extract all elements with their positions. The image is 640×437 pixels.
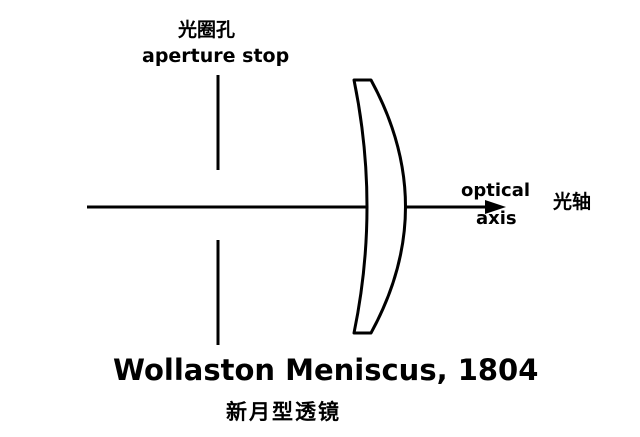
axis-label-en-2: axis bbox=[476, 208, 517, 229]
title-en: Wollaston Meniscus, 1804 bbox=[113, 353, 539, 387]
aperture-label-cn: 光圈孔 bbox=[178, 19, 236, 41]
axis-label-en-1: optical bbox=[461, 180, 531, 201]
aperture-label-en: aperture stop bbox=[142, 45, 290, 67]
meniscus-lens bbox=[352, 78, 407, 335]
axis-arrowhead bbox=[485, 200, 506, 214]
title-cn: 新月型透镜 bbox=[226, 400, 341, 424]
axis-label-cn: 光轴 bbox=[553, 191, 592, 213]
